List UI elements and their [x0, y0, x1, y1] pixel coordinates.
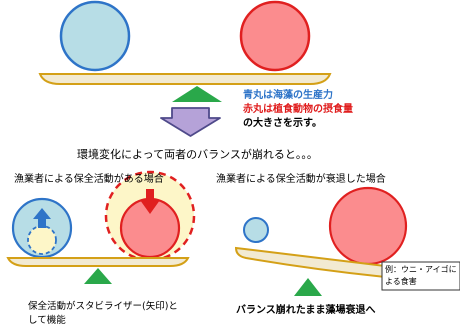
legend-red-text: 赤丸は植食動物の摂食量 — [243, 104, 353, 115]
right-fulcrum — [294, 278, 322, 296]
down-arrow-icon — [160, 107, 221, 137]
left-caption-line2: して機能 — [28, 315, 66, 326]
top-balance-beam — [38, 73, 332, 85]
up-arrow-icon — [33, 208, 51, 228]
note-line2: よる食害 — [385, 277, 417, 286]
legend-blue-text: 青丸は海藻の生産力 — [243, 90, 333, 101]
left-balance — [6, 170, 196, 284]
left-caption-line1: 保全活動がスタビライザー(矢印)と — [28, 301, 178, 312]
note-box — [381, 261, 460, 291]
top-fulcrum — [172, 86, 222, 102]
top-red-circle — [239, 0, 311, 72]
left-balance-beam — [6, 257, 190, 267]
right-case-title: 漁業者による保全活動が衰退した場合 — [216, 174, 386, 185]
left-fulcrum — [84, 268, 112, 284]
note-line1: 例：ウニ・アイゴに — [385, 265, 457, 274]
right-blue-circle — [243, 217, 269, 243]
right-red-circle — [328, 186, 408, 266]
top-blue-circle — [59, 0, 131, 72]
left-case-title: 漁業者による保全活動がある場合 — [14, 174, 164, 185]
transition-text: 環境変化によって両者のバランスが崩れると。。。 — [77, 148, 318, 161]
left-blue-inner-dashed-circle — [27, 225, 57, 255]
top-balance — [38, 0, 332, 102]
legend-black-text: の大きさを示す。 — [243, 118, 322, 129]
right-caption: バランス崩れたまま藻場衰退へ — [236, 305, 376, 316]
red-down-arrow-icon — [140, 189, 160, 214]
